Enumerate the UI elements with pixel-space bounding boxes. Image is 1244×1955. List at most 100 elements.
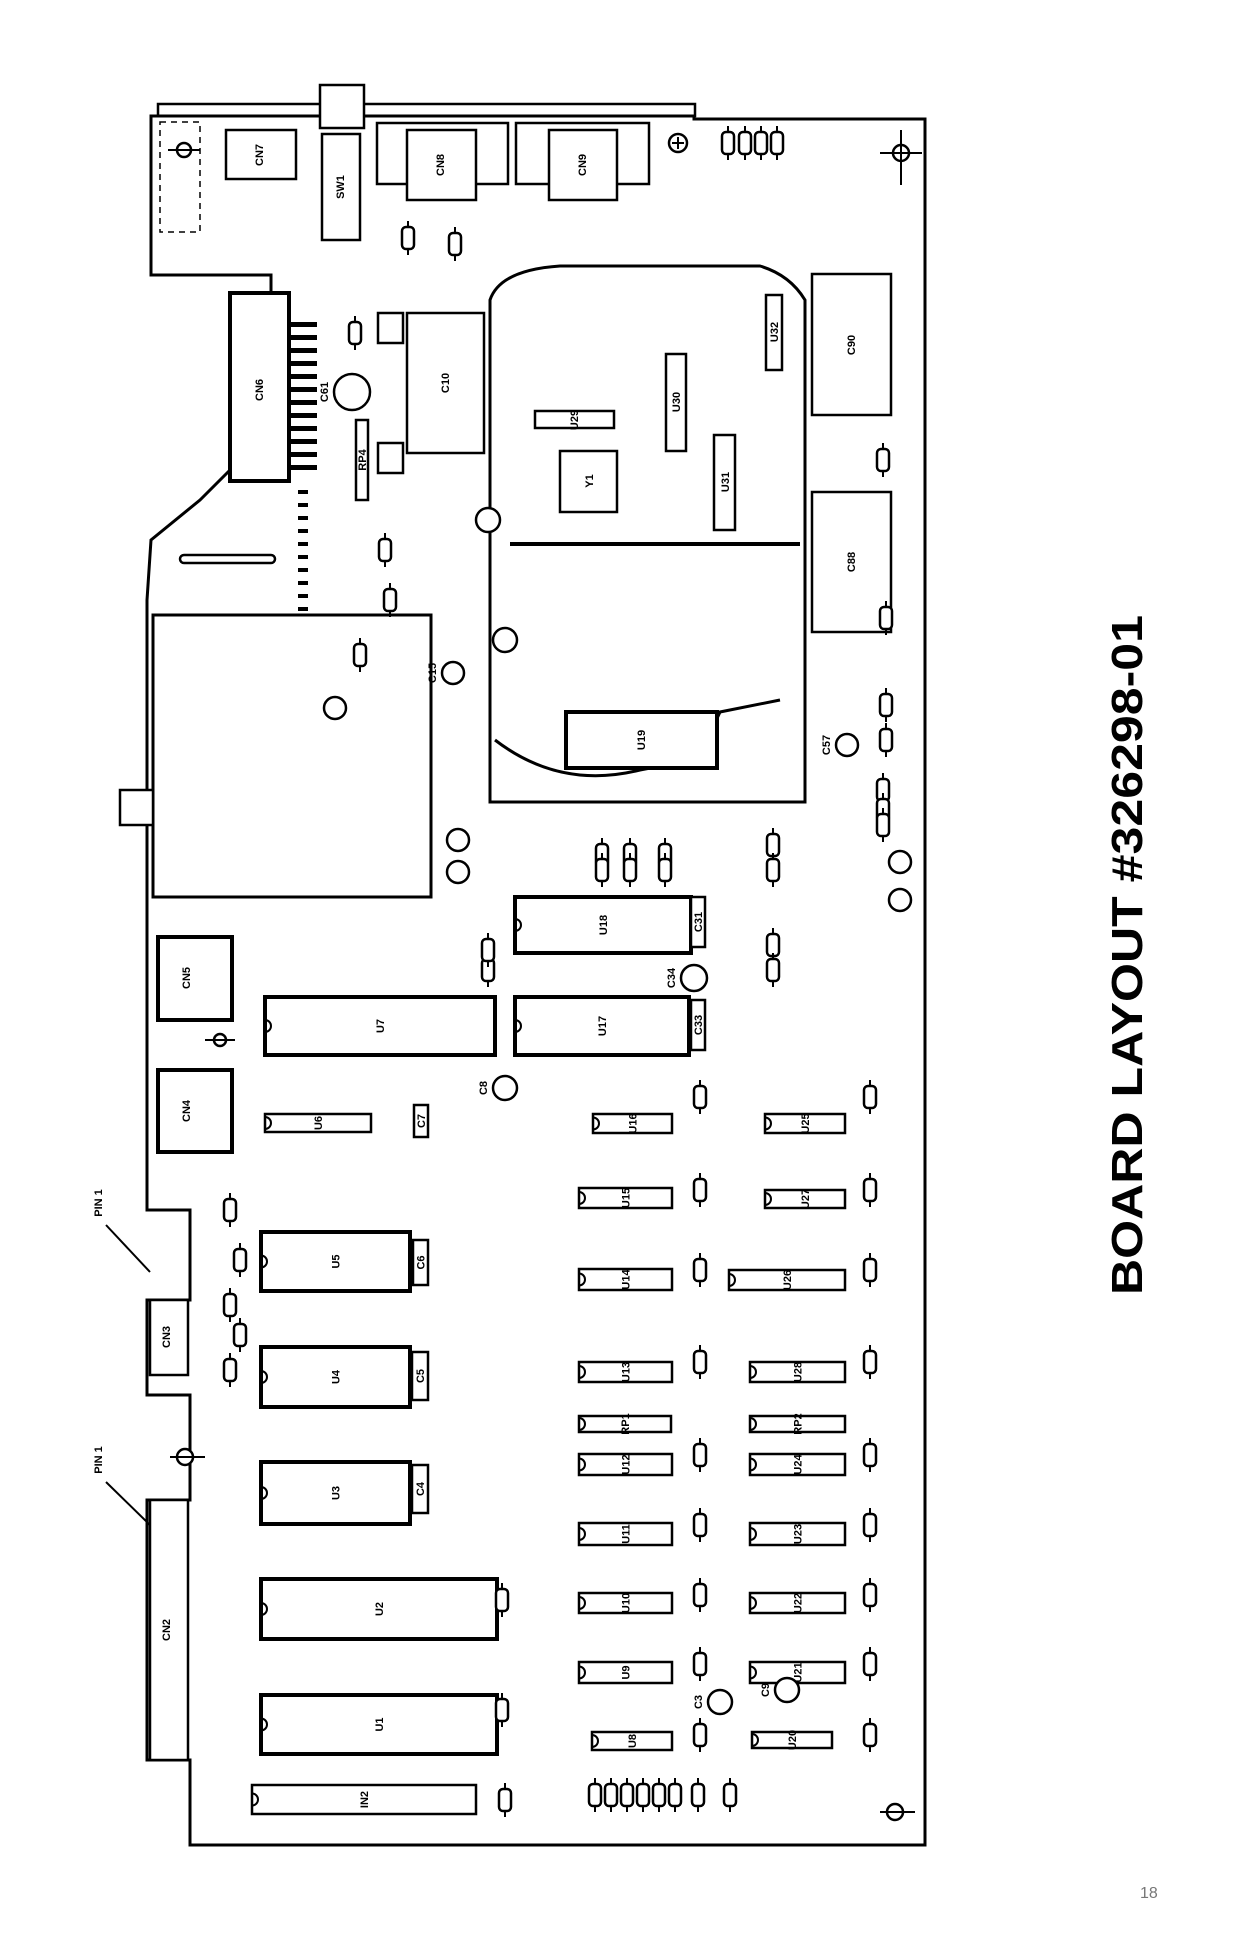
u3-label: U3 <box>331 1486 343 1500</box>
ic-u3: U3 <box>259 1460 412 1526</box>
ic-u12: U12 <box>577 1452 674 1477</box>
ic-u20: U20 <box>750 1730 834 1750</box>
capacitor-c4: C4 <box>410 1463 430 1515</box>
resistor <box>480 933 496 967</box>
pin1-notch <box>749 1457 757 1472</box>
rear-bracket <box>156 102 697 118</box>
resistor <box>878 601 894 635</box>
pin1-notch <box>764 1116 772 1131</box>
resistor <box>878 688 894 722</box>
capacitor-c3: C3 <box>693 1688 734 1716</box>
connector-cn9: CN9 <box>514 121 651 202</box>
resistor <box>657 853 673 887</box>
c34-label: C34 <box>666 967 678 988</box>
u2-label: U2 <box>374 1602 386 1616</box>
resistor <box>862 1578 878 1612</box>
resistor <box>862 1345 878 1379</box>
resistor <box>447 227 463 261</box>
cn5-label: CN5 <box>181 967 193 989</box>
connector-cn5: CN5 <box>156 935 234 1022</box>
ic-u13: U13 <box>577 1360 674 1384</box>
resistor <box>222 1288 238 1322</box>
cn7-label: CN7 <box>254 144 266 166</box>
u24-label: U24 <box>793 1454 805 1475</box>
connector-pin <box>289 335 317 340</box>
resistor <box>222 1353 238 1387</box>
u5-label: U5 <box>331 1254 343 1268</box>
c5-label: C5 <box>415 1369 427 1383</box>
resistor <box>765 953 781 987</box>
pin1-notch <box>514 1019 522 1033</box>
rp4-label: RP4 <box>357 448 369 470</box>
resistor <box>232 1318 248 1352</box>
mounting-hole <box>880 1802 915 1822</box>
pin1-leader <box>105 1224 151 1273</box>
pin1-notch <box>749 1417 757 1431</box>
ic-u25: U25 <box>763 1112 847 1135</box>
resistor <box>347 316 363 350</box>
ic-in2: IN2 <box>250 1783 478 1816</box>
connector-pin <box>289 387 317 392</box>
u32-label: U32 <box>769 322 781 342</box>
pin1-notch <box>260 1602 268 1616</box>
u25-label: U25 <box>800 1113 812 1133</box>
connector-cn3: CN3 <box>148 1298 190 1377</box>
resistor-pack-rp2: RP2 <box>748 1413 847 1435</box>
pin1-notch <box>578 1272 586 1287</box>
c8-label: C8 <box>478 1081 490 1095</box>
pin1-notch <box>592 1116 600 1131</box>
pin1-notch <box>578 1457 586 1472</box>
resistor <box>232 1243 248 1277</box>
connector-pin <box>289 361 317 366</box>
u12-label: U12 <box>621 1454 633 1474</box>
capacitor-c90: C90 <box>810 272 893 417</box>
resistor <box>875 443 891 477</box>
c9-label: C9 <box>760 1683 772 1697</box>
ic-u7: U7 <box>263 995 497 1057</box>
cn3-label: CN3 <box>161 1326 173 1348</box>
u28-label: U28 <box>793 1362 805 1382</box>
connector-pin <box>289 465 317 470</box>
ic-u8: U8 <box>590 1730 674 1752</box>
u29-label: U29 <box>569 410 581 430</box>
resistor <box>692 1508 708 1542</box>
electrolytic-capacitor <box>445 827 471 853</box>
resistor <box>875 808 891 842</box>
pin1-notch <box>578 1527 586 1541</box>
u4-label: U4 <box>331 1369 343 1384</box>
rp1-label: RP1 <box>620 1413 632 1434</box>
capacitor-c9: C9 <box>760 1676 801 1704</box>
electrolytic-capacitor <box>322 695 348 721</box>
pin1-notch <box>260 1486 268 1500</box>
pin1-notch <box>578 1665 586 1680</box>
ic-u28: U28 <box>748 1360 847 1384</box>
electrolytic-capacitor <box>491 626 519 654</box>
ic-u14: U14 <box>577 1267 674 1292</box>
u15-label: U15 <box>621 1188 633 1208</box>
capacitor-c88: C88 <box>810 490 893 634</box>
ic-u5: U5 <box>259 1230 412 1293</box>
resistor <box>635 1778 651 1812</box>
resistor <box>722 1778 738 1812</box>
u18-label: U18 <box>598 915 610 935</box>
ic-u30: U30 <box>664 352 688 453</box>
capacitor-c8: C8 <box>478 1074 519 1102</box>
resistor <box>400 221 416 255</box>
pin1-notch <box>260 1254 268 1269</box>
ic-u6: U6 <box>263 1112 373 1134</box>
resistor <box>222 1193 238 1227</box>
resistor <box>862 1438 878 1472</box>
u20-label: U20 <box>787 1730 799 1750</box>
pin1-notch <box>578 1191 586 1205</box>
resistor <box>587 1778 603 1812</box>
electrolytic-capacitor <box>474 506 502 534</box>
u17-label: U17 <box>597 1016 609 1036</box>
u13-label: U13 <box>621 1362 633 1382</box>
pin1-notch <box>728 1273 736 1287</box>
mounting-hole <box>170 1447 205 1467</box>
u23-label: U23 <box>793 1524 805 1544</box>
connector-pin <box>298 594 308 598</box>
resistor <box>862 1080 878 1114</box>
u9-label: U9 <box>621 1665 633 1679</box>
